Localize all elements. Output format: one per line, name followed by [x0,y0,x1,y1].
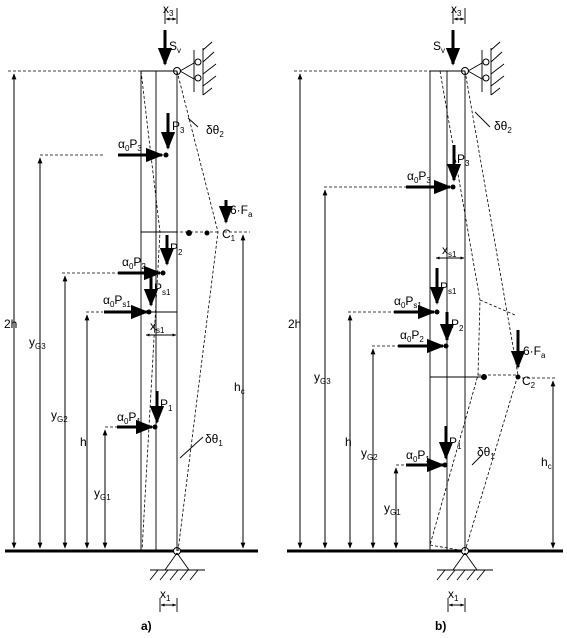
aps1-label: α0Ps1 [394,294,422,310]
ap3-label: α0P3 [118,137,142,153]
hc-label: hc [234,380,245,396]
c1-label: C1 [222,227,236,243]
sv-label: Sv [169,39,181,55]
p3-label: P3 [457,152,470,168]
yg3-label: yG3 [29,335,46,351]
fa-label: 6·Fa [230,203,253,219]
hc-label: hc [541,455,552,471]
deformed-shape [464,70,519,552]
panel-a: Sv x3 x1 xs1 δθ2 δθ1 P3 P2 Ps1 P1 α0P3 α… [4,2,258,633]
caption-a: a) [141,619,152,633]
dtheta2-label: δθ2 [494,119,512,135]
ap2-label: α0P2 [400,328,424,344]
p1-label: P1 [160,397,173,413]
c2-label: C2 [522,374,536,390]
centroid-point [481,374,487,380]
p3-label: P3 [172,119,185,135]
ps1-label: Ps1 [440,280,457,296]
x1-label: x1 [448,587,459,603]
p2-label: P2 [451,317,464,333]
yg3-label: yG3 [314,370,331,386]
dtheta2-label: δθ2 [206,123,224,139]
aps1-label: α0Ps1 [103,293,131,309]
panel-b: Sv x3 x1 xs1 δθ2 δθ1 P3 Ps1 P2 P1 α0P3 α… [287,2,563,633]
xs1-label: xs1 [442,243,457,259]
ap1-label: α0P1 [406,448,430,464]
caption-b: b) [435,619,446,633]
x3-label: x3 [451,2,462,18]
ap3-label: α0P3 [407,169,431,185]
x1-label: x1 [160,587,171,603]
sv-label: Sv [433,39,445,55]
yg2-label: yG2 [51,408,68,424]
dtheta1-label: δθ1 [477,445,495,461]
p2-label: P2 [170,241,183,257]
centroid-point [186,230,192,236]
deformed-shape [176,70,219,552]
yg2-label: yG2 [361,446,378,462]
h-label: h [80,435,87,449]
h-label: h [345,435,352,449]
dtheta1-label: δθ1 [205,432,223,448]
ap2-label: α0P2 [122,255,146,271]
xs1-label: xs1 [150,319,165,335]
ps1-label: Ps1 [154,281,171,297]
p1-label: P1 [449,435,462,451]
yg1-label: yG1 [94,486,111,502]
x3-label: x3 [163,2,174,18]
two-h-label: 2h [288,317,301,331]
two-h-label: 2h [4,317,17,331]
yg1-label: yG1 [384,501,401,517]
ap1-label: α0P1 [117,410,141,426]
fa-label: 6·Fa [523,344,546,360]
